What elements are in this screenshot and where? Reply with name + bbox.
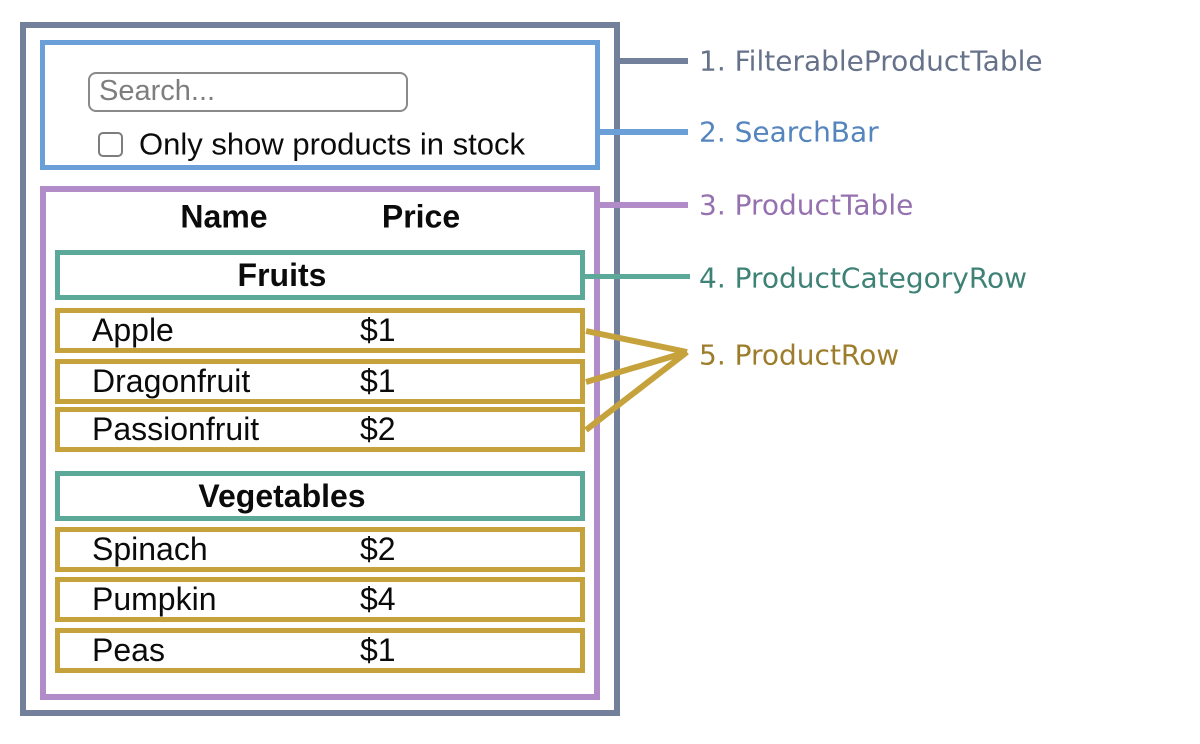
product-row: Passionfruit $2 <box>55 407 585 452</box>
column-header-name: Name <box>180 198 268 235</box>
in-stock-checkbox[interactable] <box>98 132 123 157</box>
product-price: $1 <box>360 363 396 399</box>
product-row: Spinach $2 <box>55 527 585 572</box>
product-name: Spinach <box>92 531 208 567</box>
label-search-bar: 2. SearchBar <box>699 115 879 149</box>
column-header-price: Price <box>381 198 461 235</box>
product-name: Peas <box>92 632 165 668</box>
search-input[interactable] <box>88 72 408 112</box>
product-price: $2 <box>360 411 396 447</box>
connector-product-category-row <box>583 274 690 279</box>
label-product-row: 5. ProductRow <box>699 338 900 372</box>
connector-search-bar <box>597 129 688 135</box>
connector-filterable-product-table <box>617 58 688 64</box>
product-row: Pumpkin $4 <box>55 577 585 622</box>
product-price: $4 <box>360 581 396 617</box>
product-name: Apple <box>92 312 174 348</box>
product-category-row: Vegetables <box>55 471 585 521</box>
product-price: $1 <box>360 632 396 668</box>
product-name-out-of-stock: Passionfruit <box>92 411 260 447</box>
product-name: Dragonfruit <box>92 363 251 399</box>
in-stock-checkbox-label: Only show products in stock <box>139 126 525 162</box>
label-product-table: 3. ProductTable <box>699 188 914 222</box>
product-name-out-of-stock: Pumpkin <box>92 581 217 617</box>
product-price: $2 <box>360 531 396 567</box>
connector-product-table <box>597 202 688 208</box>
product-row: Dragonfruit $1 <box>55 359 585 404</box>
label-filterable-product-table: 1. FilterableProductTable <box>699 44 1043 78</box>
category-name: Vegetables <box>198 477 366 514</box>
label-product-category-row: 4. ProductCategoryRow <box>699 261 1028 295</box>
product-price: $1 <box>360 312 396 348</box>
category-name: Fruits <box>237 256 327 293</box>
product-category-row: Fruits <box>55 250 585 300</box>
product-row: Peas $1 <box>55 628 585 673</box>
product-row: Apple $1 <box>55 308 585 353</box>
